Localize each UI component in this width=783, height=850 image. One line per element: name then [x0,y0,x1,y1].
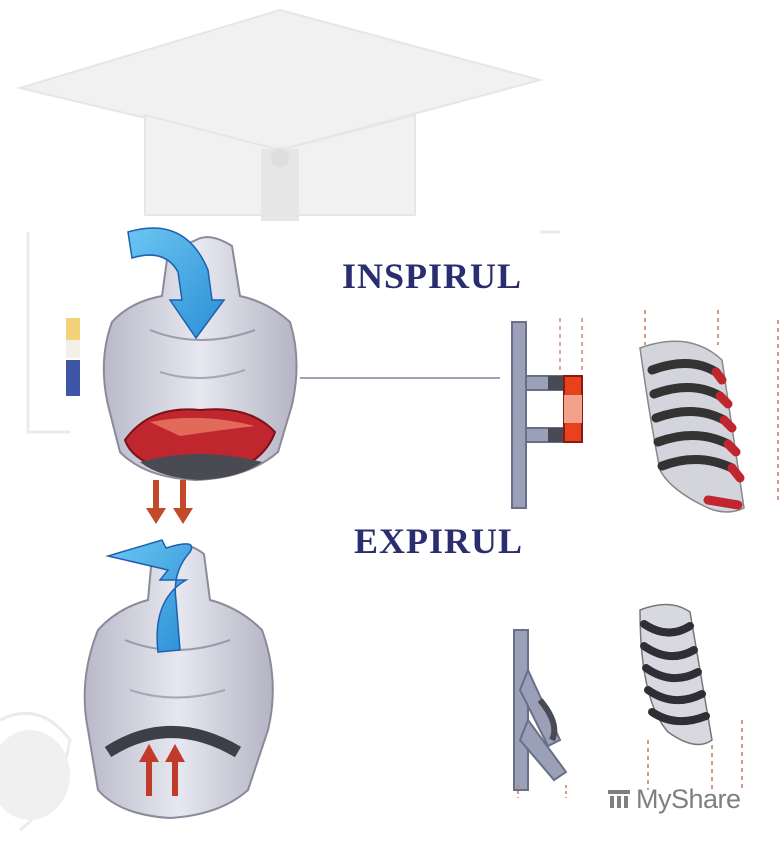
expiration-label: EXPIRUL [354,520,523,562]
brand-text: MyShare [636,784,741,815]
rib-cage-inspiration [640,310,778,512]
left-edge-swatches [66,318,80,396]
down-arrows-icon [146,480,193,524]
expiration-torso [85,545,273,818]
myshared-logo-icon [606,786,632,812]
rib-lever-model-expiration [514,630,566,798]
inspiration-label: INSPIRUL [342,255,522,297]
rib-lever-model-inspiration [512,318,582,508]
rib-cage-expiration [640,604,742,790]
myshared-watermark: MyShare [606,782,741,816]
